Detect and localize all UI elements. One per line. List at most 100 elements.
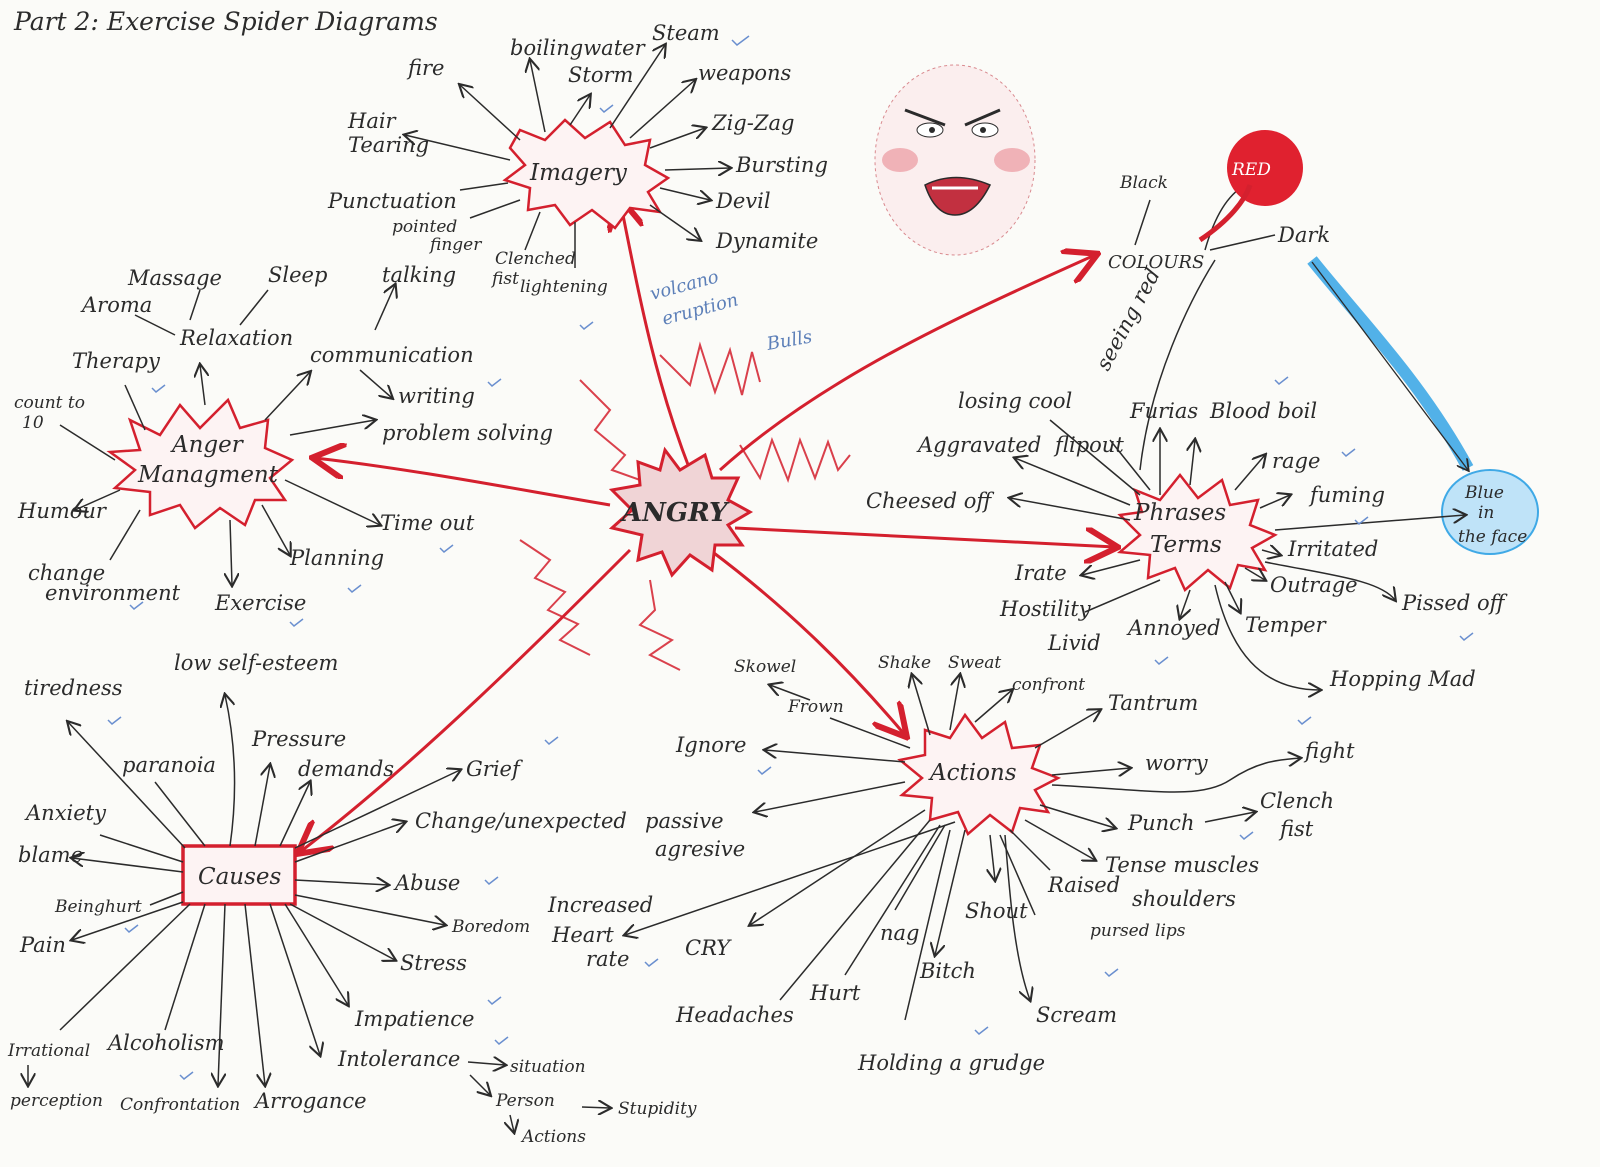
cause-item: Actions (520, 1127, 586, 1147)
phrase-item: Hopping Mad (1329, 667, 1476, 691)
imagery-item: Tearing (348, 133, 429, 157)
colours-label: COLOURS (1108, 252, 1204, 273)
anger-management-item: Sleep (268, 263, 327, 287)
phrases-label-2: Terms (1150, 532, 1222, 558)
action-item: Increased (547, 893, 653, 917)
phrases-terms-hub: Phrases Terms (1116, 472, 1278, 593)
cause-item: Abuse (393, 871, 460, 895)
anger-management-item: change (28, 561, 105, 585)
phrase-item: Temper (1245, 613, 1328, 637)
causes-label: Causes (198, 864, 282, 890)
action-item: Bitch (919, 959, 976, 983)
cause-item: Anxiety (24, 801, 107, 825)
cause-item: Person (495, 1091, 555, 1111)
imagery-item: fire (406, 56, 444, 80)
center-label: ANGRY (619, 498, 730, 528)
action-item: Clench (1260, 789, 1334, 813)
phrase-item: Hostility (999, 597, 1092, 621)
anger-management-item: count to (14, 393, 85, 413)
anger-management-item: environment (45, 581, 181, 605)
main-spokes (300, 200, 1115, 852)
cause-item: Grief (466, 757, 523, 781)
cause-item: paranoia (122, 753, 216, 777)
colours-lines (1134, 184, 1276, 471)
cause-item: blame (18, 843, 83, 867)
action-item: CRY (685, 936, 732, 960)
action-item: Sweat (948, 653, 1001, 673)
imagery-item: fist (490, 269, 519, 289)
phrase-item: Outrage (1270, 573, 1358, 597)
cause-item: Beinghurt (54, 897, 142, 917)
anger-management-labels: Massage Sleep Aroma Relaxation Therapy t… (14, 263, 553, 615)
imagery-note: Bulls (764, 326, 814, 355)
cause-item: Confrontation (120, 1095, 240, 1115)
cause-item: Boredom (451, 917, 530, 937)
blue-blob-icon (1441, 469, 1539, 555)
cause-item: Alcoholism (106, 1031, 225, 1055)
colour-item: in (1478, 503, 1494, 523)
blue-streak (1307, 256, 1474, 471)
phrase-item: flipout (1053, 433, 1124, 457)
imagery-item: finger (428, 235, 482, 255)
action-item: Tantrum (1108, 691, 1198, 715)
imagery-item: Zig-Zag (711, 111, 794, 135)
action-item: Tense muscles (1105, 853, 1259, 877)
anger-management-item: Therapy (72, 349, 161, 373)
imagery-item: Bursting (735, 153, 828, 177)
anger-management-label-1: Anger (170, 432, 245, 458)
colour-item: seeing red (1091, 264, 1165, 374)
imagery-item: Clenched (495, 249, 576, 269)
cause-item: Pressure (251, 727, 346, 751)
action-item: Ignore (675, 733, 746, 757)
causes-hub: Causes (181, 844, 297, 906)
page-title: Part 2: Exercise Spider Diagrams (13, 7, 438, 36)
colours-hub: COLOURS (1108, 252, 1204, 273)
actions-arrows (625, 675, 1300, 1021)
action-item: Headaches (675, 1003, 794, 1027)
imagery-item: Steam (652, 21, 720, 45)
red-blob-stroke (1198, 184, 1253, 243)
anger-management-arrows (59, 285, 395, 585)
action-item: Shout (965, 899, 1028, 923)
phrases-arrows (1010, 419, 1465, 690)
phrase-item: fuming (1308, 483, 1385, 507)
imagery-item: weapons (698, 61, 792, 85)
phrases-label-1: Phrases (1133, 500, 1226, 526)
cause-item: Pain (19, 933, 66, 957)
colour-item: Blue (1464, 483, 1504, 503)
action-item: Scream (1036, 1003, 1117, 1027)
action-item: passive (645, 809, 724, 833)
check-marks (107, 35, 1474, 1080)
cause-item: tiredness (24, 676, 123, 700)
anger-management-item: 10 (22, 413, 44, 433)
phrase-item: Blood boil (1209, 399, 1317, 423)
action-item: pursed lips (1090, 921, 1186, 941)
anger-management-label-2: Managment (137, 462, 279, 488)
action-item: fight (1303, 739, 1355, 763)
imagery-item: Hair (347, 109, 398, 133)
actions-labels: Skowel Frown Shake Sweat confront Tantru… (547, 653, 1355, 1075)
imagery-item: Devil (715, 189, 771, 213)
phrase-item: Annoyed (1126, 616, 1221, 640)
cause-item: Arrogance (253, 1089, 367, 1113)
anger-management-item: Aroma (80, 293, 152, 317)
anger-management-item: problem solving (382, 421, 553, 445)
colour-item: Black (1119, 173, 1168, 193)
imagery-item: Punctuation (327, 189, 457, 213)
causes-labels: tiredness low self-esteem Pressure paran… (7, 651, 697, 1147)
angry-face-icon (874, 64, 1036, 256)
action-item: shoulders (1132, 887, 1236, 911)
phrase-item: Irritated (1287, 537, 1378, 561)
action-item: Punch (1127, 811, 1194, 835)
imagery-arrows (405, 45, 730, 268)
colour-item: RED (1231, 160, 1271, 180)
imagery-item: Storm (568, 63, 633, 87)
anger-management-item: talking (382, 263, 456, 287)
cause-item: Irrational (7, 1041, 90, 1061)
blue-arrow (1311, 261, 1468, 470)
anger-management-item: Massage (127, 266, 222, 290)
cause-item: Stress (400, 951, 467, 975)
action-item: Frown (787, 697, 844, 717)
